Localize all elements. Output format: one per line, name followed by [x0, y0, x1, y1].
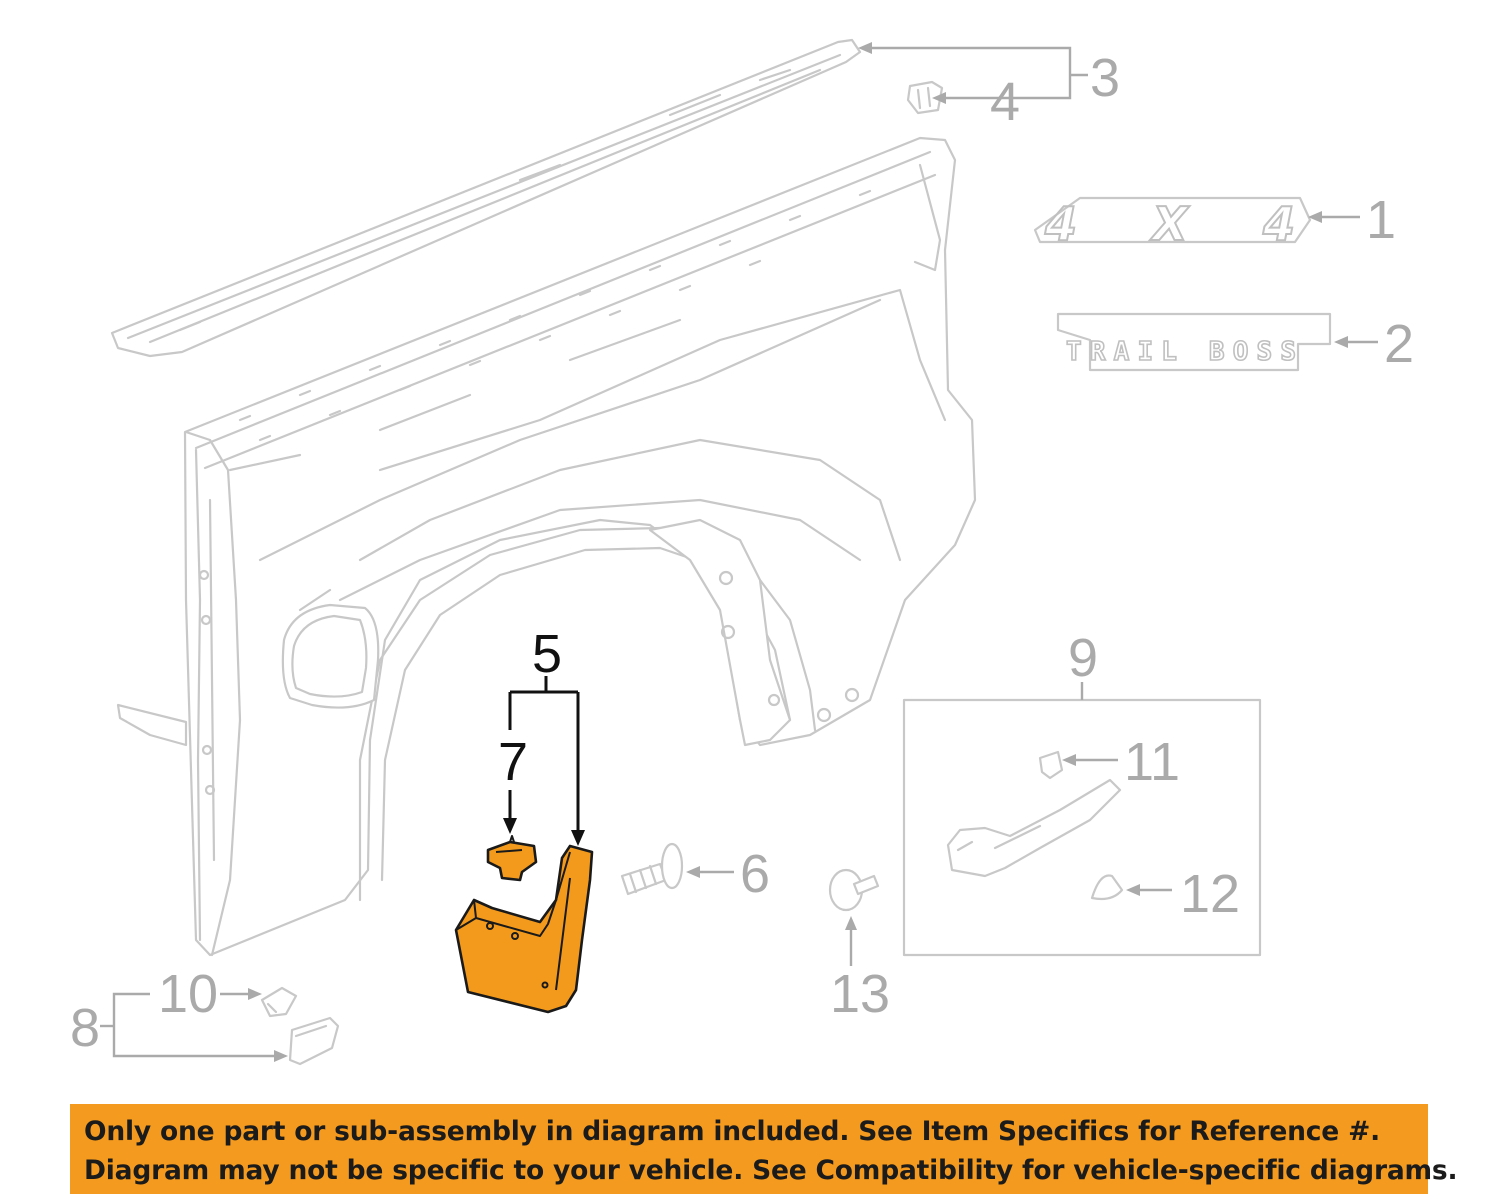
callout-11: 11 — [1124, 732, 1180, 792]
push-pin-part-6 — [620, 842, 684, 896]
disclaimer-line-2: Diagram may not be specific to your vehi… — [84, 1155, 1458, 1186]
leader-lines — [100, 42, 1378, 1062]
callout-9: 9 — [1068, 628, 1098, 688]
bolt-part-13 — [828, 868, 880, 912]
mud-flap-part-5 — [454, 844, 594, 1014]
mud-flap-bracket-part-7 — [486, 835, 538, 882]
bracket-part-10 — [260, 986, 298, 1018]
emblem-4x4-part-1: 4X4 — [1033, 196, 1312, 252]
callout-7: 7 — [498, 732, 528, 792]
bed-rail-cap — [110, 38, 862, 358]
end-cap-part-8 — [288, 1016, 340, 1066]
parts-diagram: 4X4 TRAIL BOSS — [70, 38, 1414, 1066]
rail-clip-part-4 — [906, 80, 944, 115]
callout-2: 2 — [1384, 314, 1414, 374]
disclaimer-banner: Only one part or sub-assembly in diagram… — [70, 1104, 1458, 1194]
callout-8: 8 — [70, 998, 100, 1058]
callout-1: 1 — [1366, 190, 1396, 250]
callout-5: 5 — [532, 624, 562, 684]
callout-10: 10 — [158, 964, 218, 1024]
emblem-trail-boss-part-2: TRAIL BOSS — [1056, 312, 1332, 372]
bed-side-panel — [116, 136, 977, 957]
callout-4: 4 — [990, 72, 1020, 132]
callout-6: 6 — [740, 844, 770, 904]
callout-13: 13 — [830, 964, 890, 1024]
callout-12: 12 — [1180, 864, 1240, 924]
disclaimer-line-1: Only one part or sub-assembly in diagram… — [84, 1116, 1380, 1147]
callout-3: 3 — [1090, 48, 1120, 108]
